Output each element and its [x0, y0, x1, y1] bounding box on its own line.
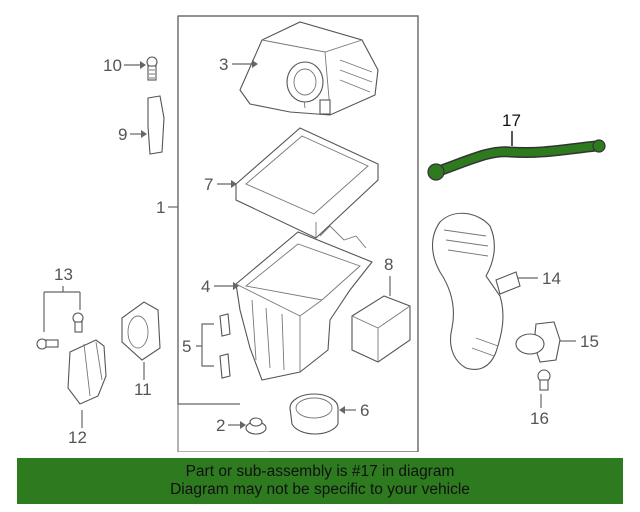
intake-duct-14[interactable] [431, 212, 521, 370]
callout-7[interactable]: 7 [204, 175, 213, 194]
bracket-9[interactable] [147, 95, 165, 155]
air-filter-element[interactable] [235, 127, 379, 239]
resonator-box[interactable] [351, 295, 411, 363]
callout-9[interactable]: 9 [118, 125, 127, 144]
callout-12[interactable]: 12 [68, 428, 87, 447]
grommet[interactable] [245, 417, 267, 435]
air-cleaner-housing[interactable] [235, 225, 373, 381]
leader-13 [43, 286, 81, 332]
callout-2[interactable]: 2 [216, 416, 225, 435]
callout-3[interactable]: 3 [219, 55, 228, 74]
bolt-16[interactable] [537, 369, 551, 391]
callout-5[interactable]: 5 [182, 337, 191, 356]
callout-11[interactable]: 11 [134, 380, 152, 399]
highlighted-tube-17[interactable] [427, 139, 606, 181]
callout-10[interactable]: 10 [103, 56, 122, 75]
air-cleaner-cover[interactable] [239, 21, 379, 116]
banner-line-2: Diagram may not be specific to your vehi… [170, 481, 470, 498]
seal-11[interactable] [121, 301, 161, 361]
bolt-10[interactable] [146, 56, 158, 81]
bolt-13a[interactable] [36, 338, 59, 350]
leader-5 [196, 323, 214, 367]
flange-15[interactable] [515, 321, 561, 363]
hose-clamp[interactable] [289, 393, 339, 435]
callout-13[interactable]: 13 [54, 265, 73, 284]
callout-15[interactable]: 15 [580, 332, 599, 351]
banner-line-1: Part or sub-assembly is #17 in diagram [185, 463, 455, 480]
callout-6[interactable]: 6 [360, 401, 369, 420]
callout-14[interactable]: 14 [542, 269, 561, 288]
callout-17[interactable]: 17 [502, 111, 521, 130]
bolt-13b[interactable] [72, 312, 84, 333]
mounting-clips[interactable] [219, 313, 231, 379]
info-banner: Part or sub-assembly is #17 in diagram D… [17, 458, 623, 504]
assembly-outline [177, 15, 419, 452]
intake-duct-12[interactable] [67, 339, 107, 405]
callout-16[interactable]: 16 [530, 409, 549, 428]
callout-1[interactable]: 1 [156, 198, 165, 217]
callout-8[interactable]: 8 [384, 255, 393, 274]
parts-diagram: 1 3 7 4 5 2 [36, 15, 606, 452]
callout-4[interactable]: 4 [201, 277, 210, 296]
